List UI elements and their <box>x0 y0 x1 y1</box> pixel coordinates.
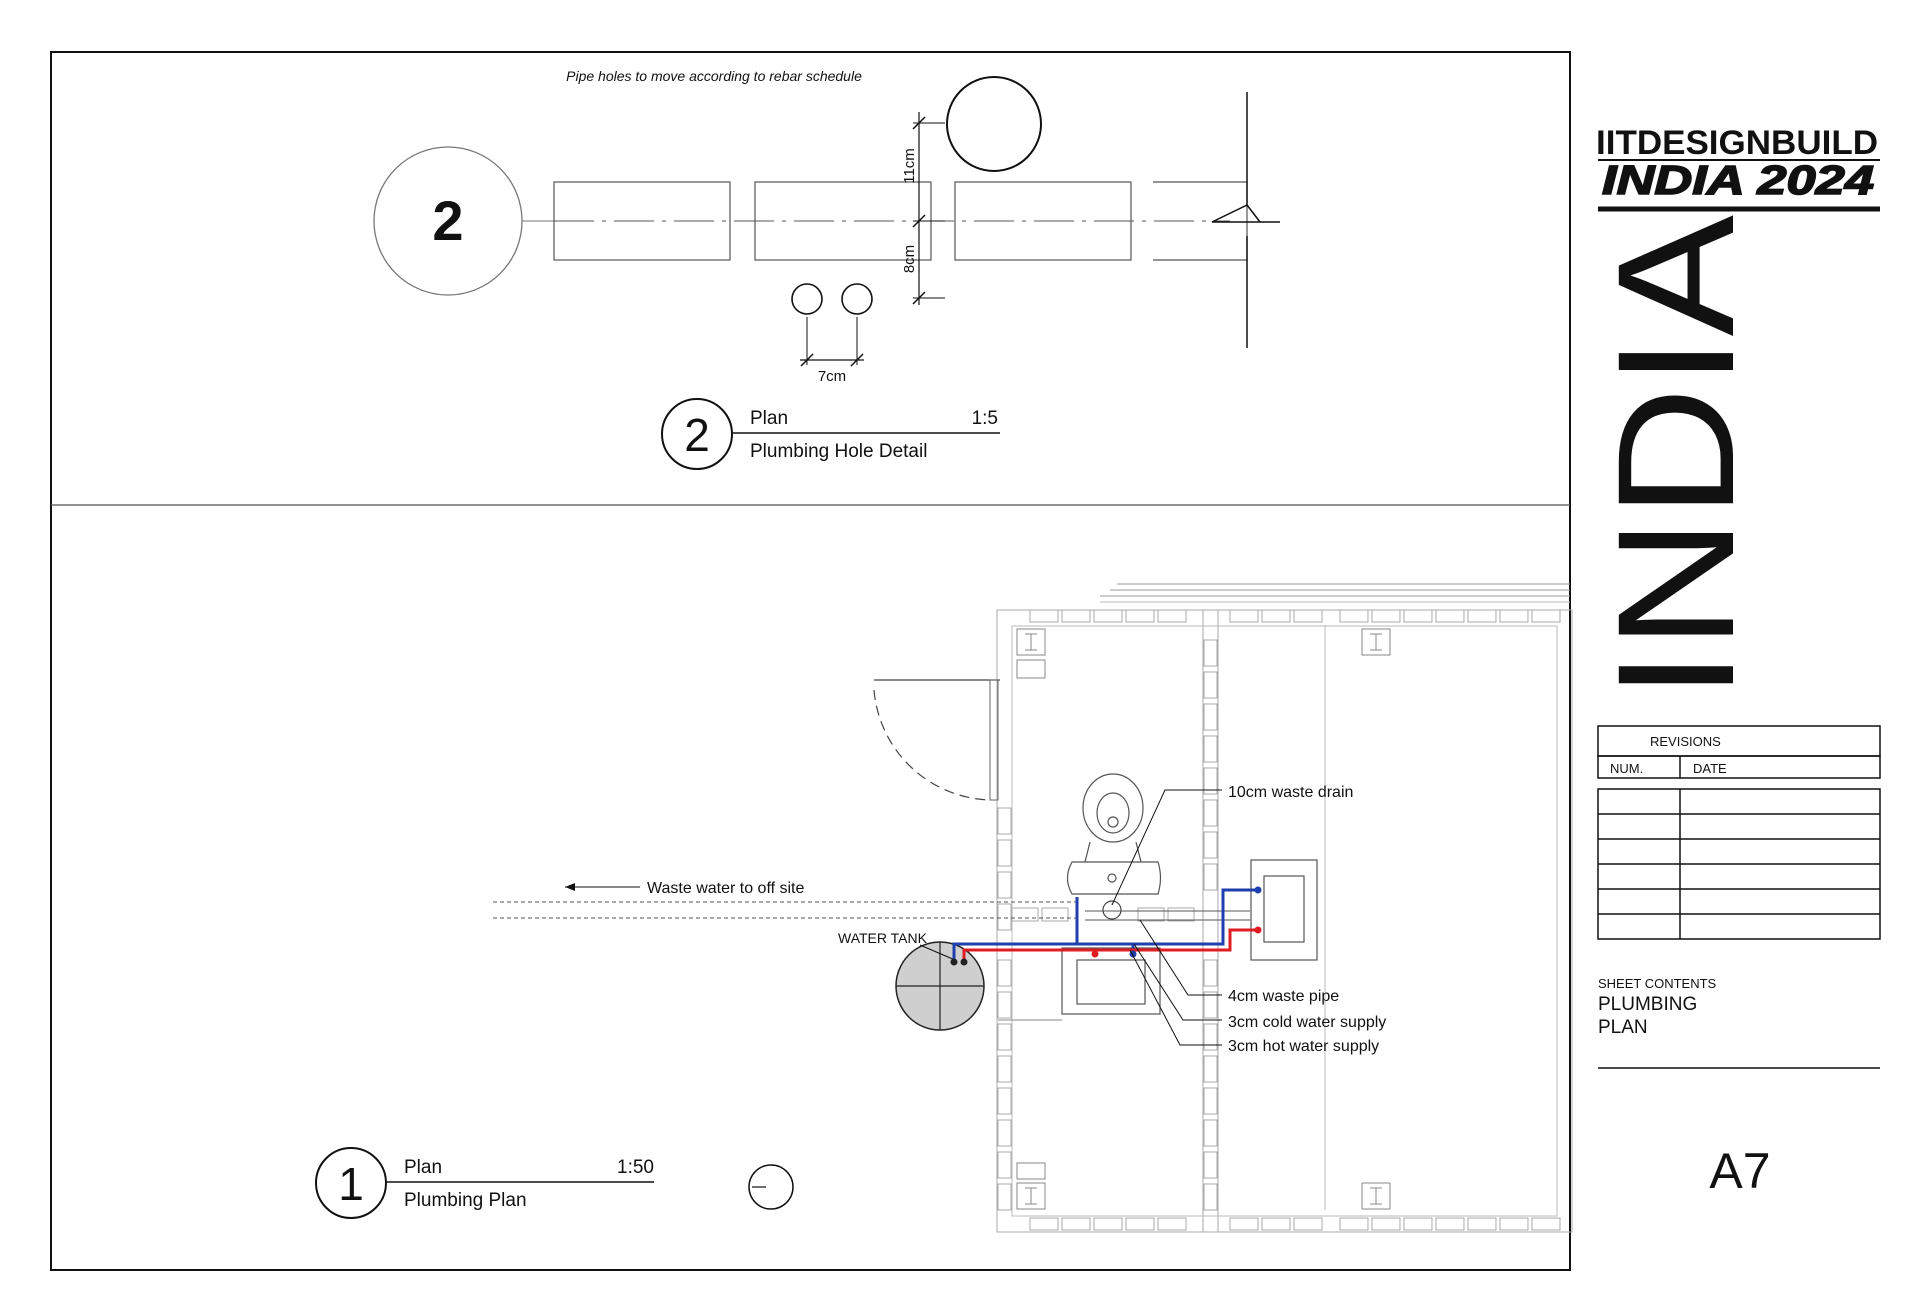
sink <box>1061 947 1161 1015</box>
dim-tick <box>912 291 926 305</box>
break-line-tick <box>1246 204 1261 223</box>
dim-11cm-label: 11cm <box>901 148 918 184</box>
revisions-col-num: NUM. <box>1610 761 1643 776</box>
door-swing <box>873 689 991 801</box>
cold-water-connection <box>1254 886 1262 894</box>
hole-detail-drawing: Pipe holes to move according to rebar sc… <box>373 68 1280 385</box>
revisions-table-body <box>1597 788 1881 940</box>
building-inner-outline <box>1011 625 1558 1217</box>
door-frame <box>989 679 999 801</box>
big-word: INDIA <box>1584 215 1769 700</box>
view-number-circle <box>661 398 733 470</box>
beam-segment-end <box>1153 181 1248 261</box>
revisions-heading: REVISIONS <box>1650 734 1721 749</box>
tank-leader <box>919 944 956 961</box>
drawing-frame <box>50 51 1571 1271</box>
detail-title-block: 2 Plan 1:5 Plumbing Hole Detail <box>661 398 1000 470</box>
plumbing-plan-drawing: Waste water to off site WATER TANK 10cm … <box>493 583 1573 1233</box>
view-scale: 1:50 <box>617 1157 654 1178</box>
hot-tap-point <box>1091 950 1099 958</box>
view-name: Plumbing Hole Detail <box>750 441 927 462</box>
building-outline <box>996 609 1573 1233</box>
view-type: Plan <box>404 1157 442 1178</box>
toilet <box>1066 773 1162 895</box>
dim-7cm-label: 7cm <box>818 368 846 385</box>
sheet-contents-line-2: PLAN <box>1598 1017 1648 1038</box>
pipe-hole-large <box>946 76 1042 172</box>
water-heater <box>1250 859 1318 961</box>
water-tank-label: WATER TANK <box>838 930 928 946</box>
dim-tick <box>850 353 864 367</box>
label-cold-supply: 3cm cold water supply <box>1228 1014 1386 1031</box>
label-hot-supply: 3cm hot water supply <box>1228 1038 1379 1055</box>
hot-water-connection <box>1254 926 1262 934</box>
door <box>873 679 1000 801</box>
view-scale: 1:5 <box>972 408 998 429</box>
break-line <box>1211 92 1280 348</box>
structural-columns <box>1016 628 1391 1210</box>
tank-outlet <box>960 958 968 966</box>
title-block: IITDESIGNBUILD INDIA 2024 INDIA REVISION… <box>1584 124 1881 1199</box>
logo-line-2: INDIA 2024 <box>1602 157 1874 203</box>
dim-tick <box>912 214 926 228</box>
cold-water-pipe <box>952 888 1258 962</box>
dim-tick <box>800 353 814 367</box>
pipe-hole-small <box>841 283 873 315</box>
pipe-hole-small <box>791 283 823 315</box>
hot-water-pipe <box>962 928 1258 962</box>
dim-tick <box>912 116 926 130</box>
view-number: 1 <box>338 1158 364 1210</box>
north-marker <box>748 1164 794 1210</box>
view-number: 2 <box>684 409 710 461</box>
tank-outlet <box>950 958 958 966</box>
waste-offsite-label: Waste water to off site <box>647 880 805 897</box>
revisions-columns <box>1597 755 1881 779</box>
section-marker-number: 2 <box>432 189 463 252</box>
rebar-note: Pipe holes to move according to rebar sc… <box>566 68 862 84</box>
waste-drain <box>1102 900 1122 920</box>
revisions-header <box>1597 725 1881 757</box>
callout-leaders <box>1111 789 1222 1046</box>
waste-arrow-head <box>565 883 575 891</box>
sheet-contents-label: SHEET CONTENTS <box>1598 976 1717 991</box>
brick-courses <box>997 609 1561 1231</box>
dim-8cm-label: 8cm <box>901 245 918 273</box>
logo-line-1: IITDESIGNBUILD <box>1596 124 1878 162</box>
view-type: Plan <box>750 408 788 429</box>
revisions-col-date: DATE <box>1693 761 1727 776</box>
plan-title-block: 1 Plan 1:50 Plumbing Plan <box>315 1147 654 1219</box>
label-waste-pipe: 4cm waste pipe <box>1228 988 1339 1005</box>
view-name: Plumbing Plan <box>404 1190 527 1211</box>
sheet-number: A7 <box>1709 1143 1770 1199</box>
sheet-contents-line-1: PLUMBING <box>1598 994 1697 1015</box>
view-number-circle <box>315 1147 387 1219</box>
label-waste-drain: 10cm waste drain <box>1228 784 1353 801</box>
